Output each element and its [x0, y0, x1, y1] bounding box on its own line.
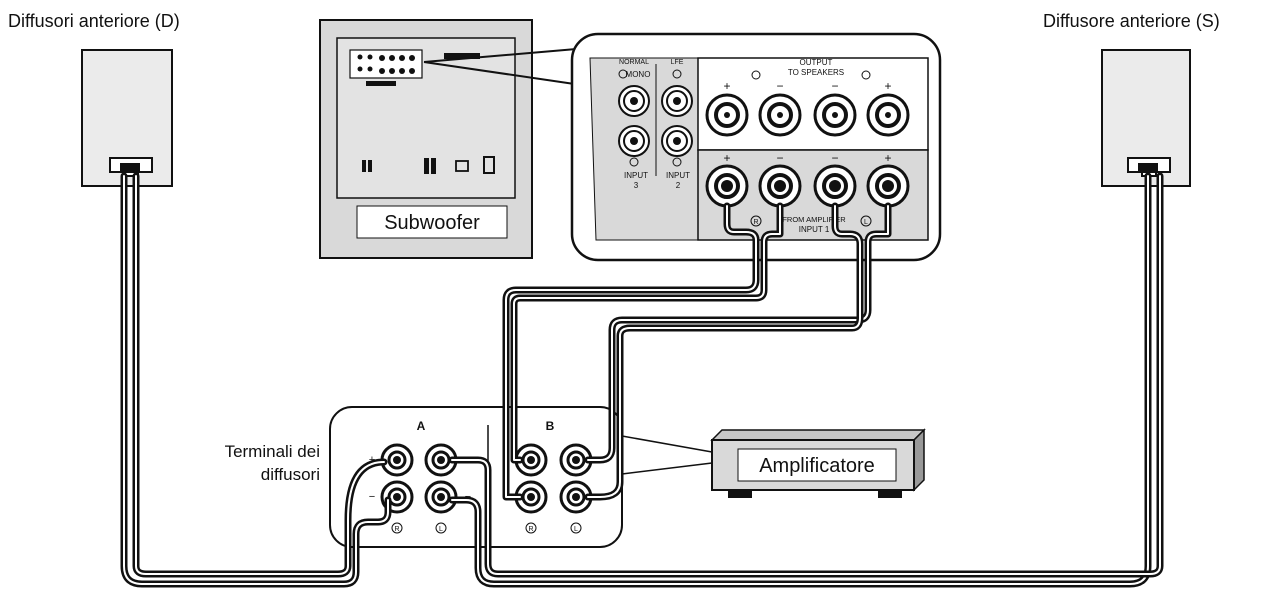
subwoofer-back-panel: Subwoofer: [319, 19, 533, 259]
front-left-speaker-label: Diffusore anteriore (S): [1043, 11, 1220, 31]
to-speakers-label: TO SPEAKERS: [788, 68, 844, 77]
input1-label: INPUT 1: [799, 225, 830, 234]
right-channel-mark: R: [528, 526, 533, 533]
subwoofer-terminal-closeup: NORMAL MONO LFE OUTPUT TO SPEAKERS INPUT…: [570, 32, 942, 262]
mono-label: MONO: [626, 70, 651, 79]
terminal-group-a: A: [417, 419, 426, 433]
panel-controls-icons: [362, 156, 495, 174]
zoom-callout-line: [621, 435, 713, 453]
input3-label: INPUT: [624, 171, 648, 180]
right-channel-mark: R: [394, 526, 399, 533]
zoom-callout-line: [423, 61, 589, 87]
front-left-speaker: [1101, 49, 1191, 187]
right-channel-mark: R: [753, 219, 758, 226]
speaker-cables: [120, 172, 1164, 588]
left-channel-mark: L: [574, 526, 578, 533]
minus-sign: −: [776, 151, 783, 165]
plus-sign: +: [723, 151, 730, 165]
input3-number: 3: [634, 181, 639, 190]
input2-label: INPUT: [666, 171, 690, 180]
plus-sign: +: [723, 79, 730, 93]
minus-sign: −: [776, 79, 783, 93]
lfe-label: LFE: [671, 59, 684, 66]
amplifier: Amplificatore: [710, 428, 926, 498]
left-channel-mark: L: [439, 526, 443, 533]
plus-sign: +: [884, 151, 891, 165]
speaker-terminals-label-line1: Terminali dei: [225, 442, 320, 461]
amplifier-foot-icon: [878, 490, 902, 498]
plus-sign: +: [369, 454, 375, 466]
speaker-output-binding-posts: [705, 93, 910, 137]
subwoofer-label: Subwoofer: [384, 212, 480, 234]
front-right-speaker-label: Diffusori anteriore (D): [8, 11, 180, 31]
cable-plug-tips: [393, 180, 894, 501]
terminal-group-b: B: [546, 419, 555, 433]
output-label: OUTPUT: [800, 58, 833, 67]
from-amplifier-label: FROM AMPLIFIER: [782, 215, 846, 224]
speaker-plug-icon: [120, 163, 140, 173]
amplifier-foot-icon: [728, 490, 752, 498]
speaker-terminals-label-line2: diffusori: [261, 465, 320, 484]
speaker-plug-icon: [1138, 163, 1158, 173]
zoom-callout-line: [423, 47, 589, 63]
rca-jack-icon: [618, 85, 693, 157]
left-channel-mark: L: [864, 219, 868, 226]
minus-sign: −: [369, 491, 375, 503]
minus-sign: −: [831, 151, 838, 165]
input2-number: 2: [676, 181, 681, 190]
minus-sign: −: [831, 79, 838, 93]
normal-mono-label: NORMAL: [619, 59, 649, 66]
zoom-callout-line: [621, 462, 713, 475]
amplifier-label: Amplificatore: [759, 455, 875, 477]
plus-sign: +: [884, 79, 891, 93]
front-right-speaker: [81, 49, 173, 187]
mini-terminal-block-icon: [349, 49, 423, 79]
